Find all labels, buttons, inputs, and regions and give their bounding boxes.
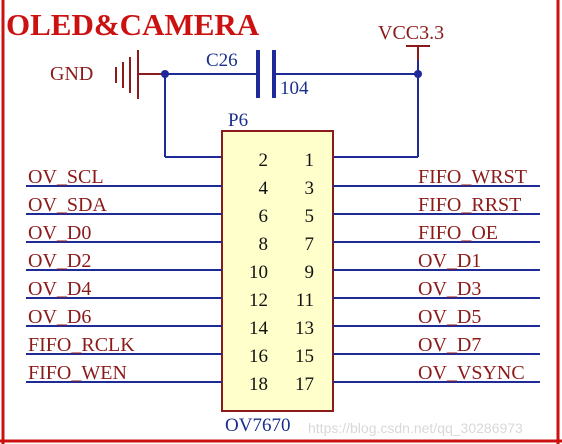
capacitor-value: 104 [280, 78, 309, 99]
capacitor-ref: C26 [206, 50, 238, 71]
left-net-label: OV_SDA [28, 194, 107, 216]
connector-ref: P6 [228, 110, 248, 131]
gnd-junction [161, 70, 169, 78]
right-net-label: OV_D5 [418, 306, 481, 328]
vcc-symbol [406, 45, 430, 60]
right-net-label: FIFO_RRST [418, 194, 521, 216]
pin-number-left: 4 [259, 178, 269, 199]
left-net-label: OV_SCL [28, 166, 104, 188]
watermark: https://blog.csdn.net/qq_30286973 [308, 420, 523, 436]
schematic-title: OLED&CAMERA [6, 7, 260, 42]
pin-number-left: 10 [249, 262, 268, 283]
left-net-label: OV_D0 [28, 222, 91, 244]
left-net-label: OV_D6 [28, 306, 91, 328]
capacitor-symbol [256, 50, 276, 98]
pin-number-right: 3 [305, 178, 315, 199]
right-net-label: FIFO_WRST [418, 166, 527, 188]
pin-number-right: 17 [295, 374, 314, 395]
gnd-symbol [115, 50, 165, 99]
vcc-label: VCC3.3 [378, 22, 444, 44]
pin-number-right: 7 [305, 234, 315, 255]
pin-number-right: 9 [305, 262, 315, 283]
left-net-label: FIFO_WEN [28, 362, 127, 384]
left-net-label: FIFO_RCLK [28, 334, 135, 356]
pin-number-left: 12 [249, 290, 268, 311]
pin-number-right: 13 [295, 318, 314, 339]
pin-number-left: 16 [249, 346, 268, 367]
gnd-label: GND [50, 63, 93, 85]
connector-part: OV7670 [225, 415, 290, 436]
pin-number-right: 15 [295, 346, 314, 367]
pin-number-right: 1 [305, 150, 315, 171]
pin-number-right: 11 [296, 290, 314, 311]
left-net-label: OV_D4 [28, 278, 91, 300]
power-wires [164, 60, 419, 158]
pin-number-left: 2 [259, 150, 269, 171]
right-net-label: OV_VSYNC [418, 362, 525, 384]
right-net-label: OV_D3 [418, 278, 481, 300]
pin-number-left: 8 [259, 234, 269, 255]
pin-number-left: 14 [249, 318, 269, 339]
vcc-junction [414, 70, 422, 78]
right-net-label: OV_D1 [418, 250, 481, 272]
right-net-label: FIFO_OE [418, 222, 498, 244]
right-net-label: OV_D7 [418, 334, 481, 356]
left-net-label: OV_D2 [28, 250, 91, 272]
pin-number-left: 6 [259, 206, 269, 227]
pin-number-left: 18 [249, 374, 268, 395]
pin-number-right: 5 [305, 206, 315, 227]
connector-body [221, 130, 334, 412]
